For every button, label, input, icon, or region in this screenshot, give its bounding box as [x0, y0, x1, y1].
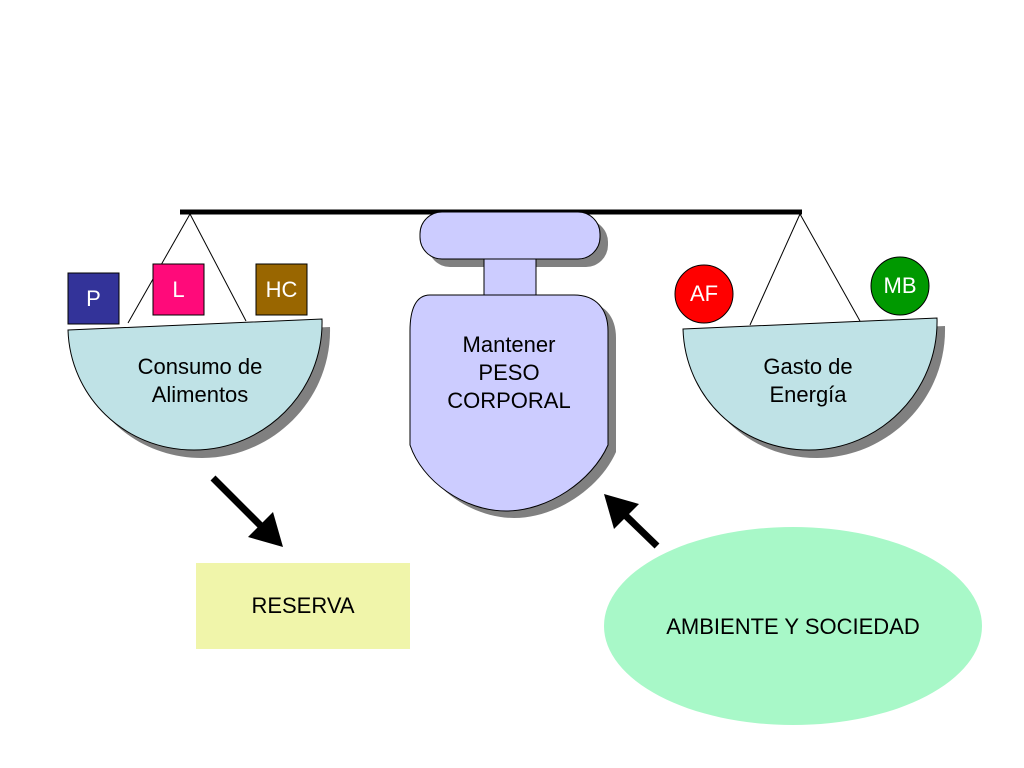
left-string-right	[189, 213, 247, 322]
ambiente-label: AMBIENTE Y SOCIEDAD	[666, 614, 920, 639]
left-pan-label-line1: Consumo de	[137, 354, 263, 379]
right-pan-label-line2: Energía	[769, 382, 847, 407]
center-weight-label: Mantener PESO CORPORAL	[410, 331, 608, 415]
right-pan-label: Gasto de Energía	[718, 353, 898, 409]
right-pan	[682, 317, 938, 451]
right-pan-label-line1: Gasto de	[763, 354, 853, 379]
center-label-line2: PESO	[478, 360, 540, 385]
center-weight-neck	[483, 258, 537, 296]
right-string-left	[749, 213, 801, 326]
arrow-to-reserva	[210, 475, 283, 547]
arrow-from-ambiente	[604, 494, 660, 549]
center-label-line1: Mantener	[462, 332, 556, 357]
ambiente-ellipse	[604, 527, 982, 725]
left-pan	[67, 318, 323, 451]
weight-mb-label: MB	[883, 273, 917, 298]
weight-mb	[870, 256, 930, 316]
weight-hc-label: HC	[265, 277, 298, 302]
center-weight-body	[409, 294, 609, 512]
right-string-right	[799, 213, 861, 322]
center-label-line3: CORPORAL	[447, 388, 571, 413]
left-pan-label: Consumo de Alimentos	[110, 353, 290, 409]
weight-af-label: AF	[689, 281, 719, 306]
reserva-box	[196, 563, 410, 649]
reserva-label: RESERVA	[251, 593, 355, 618]
left-pan-label-line2: Alimentos	[151, 382, 249, 407]
weight-p	[67, 272, 120, 325]
weight-l-label: L	[172, 277, 185, 302]
weight-p-label: P	[86, 286, 101, 311]
weight-l	[152, 263, 205, 316]
weight-af	[674, 264, 734, 324]
center-weight-top	[419, 211, 601, 260]
weight-hc	[255, 263, 308, 316]
